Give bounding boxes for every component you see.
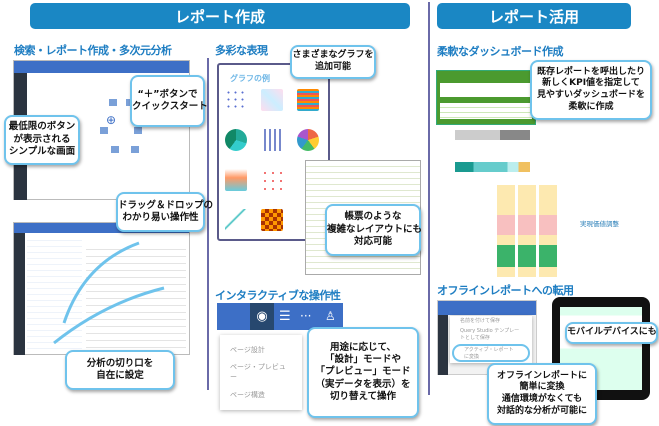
callout-simple: 最低限のボタン が表示される シンプルな画面 (4, 115, 80, 165)
callout-slice: 分析の切り口を 自在に設定 (65, 350, 175, 390)
section-title-interactive: インタラクティブな操作性 (215, 289, 341, 302)
menu-item-page-design[interactable]: ページ設計 (230, 345, 265, 354)
menu-item-convert-active-report[interactable]: アクティブ・レポートに変換 (452, 343, 530, 362)
callout-line: 対話的な分析が可能に (496, 405, 587, 416)
callout-offline: オフラインレポートに 簡単に変換 通信環境がなくても 対話的な分析が可能に (487, 363, 597, 425)
app-toolbar (14, 223, 189, 233)
section-title-offline: オフラインレポートへの転用 (437, 284, 574, 297)
dashboard-bullet-chart (455, 130, 530, 175)
callout-line: 分析の切り口を (86, 357, 154, 369)
callout-line: さまざまなグラフを (292, 50, 374, 61)
callout-quickstart: “＋”ボタンで クイックスタート (130, 75, 208, 127)
callout-line: ドラッグ＆ドロップの (118, 199, 214, 211)
app-sidebar (438, 315, 448, 375)
heatmap-thumb (261, 209, 283, 231)
section-title-variety: 多彩な表現 (215, 44, 268, 57)
drag-drop-screenshot (13, 222, 190, 355)
callout-line: 追加可能 (314, 62, 351, 72)
save-menu: 名前を付けて保存 Query Studio テンプレートとして保存 アクティブ・… (450, 316, 532, 363)
callout-line: 「設計」モードや (324, 353, 401, 365)
graph-panel-title: グラフの例 (230, 74, 270, 83)
dashboard-kpi-table (436, 70, 536, 125)
callout-line: オフラインレポートに (496, 370, 587, 381)
section-title-search: 検索・レポート作成・多次元分析 (14, 44, 172, 57)
banner-report-create: レポート作成 (30, 3, 410, 29)
callout-line: （実データを表示）を (315, 378, 411, 390)
banner-report-use: レポート活用 (437, 3, 631, 29)
scatter-chart-thumb (225, 89, 247, 111)
callout-layout: 帳票のような 複雑なレイアウトにも 対応可能 (325, 204, 423, 256)
callout-line: “＋”ボタンで (137, 88, 198, 100)
callout-dashboard: 既存レポートを呼出したり 新しくKPI値を指定して 見やすいダッシュボードを 柔… (530, 60, 652, 120)
callout-line: わかり易い操作性 (122, 212, 199, 223)
view-mode-menu: ページ設計 ページ・プレビュー ページ構造 (220, 335, 302, 410)
callout-line: が表示される (13, 133, 71, 145)
callout-dragdrop: ドラッグ＆ドロップの わかり易い操作性 (116, 192, 214, 232)
callout-line: クイックスタート (132, 101, 208, 112)
bubble-chart-thumb (261, 169, 283, 191)
callout-line: 最低限のボタン (8, 121, 76, 133)
app-toolbar (438, 301, 536, 315)
line-chart-thumb (261, 89, 283, 111)
menu-item-page-preview[interactable]: ページ・プレビュー (230, 363, 286, 382)
sliders-icon[interactable]: ☰ (279, 309, 291, 324)
callout-modes: 用途に応じて、 「設計」モードや 「プレビュー」モード （実データを表示）を 切… (307, 327, 419, 418)
graph-examples-panel: グラフの例 (217, 63, 330, 241)
bar-chart-thumb (297, 89, 319, 111)
list-icon (100, 127, 108, 134)
user-icon[interactable]: ♙ (325, 309, 336, 323)
text-icon (134, 127, 142, 134)
callout-line: 用途に応じて、 (329, 341, 397, 353)
chord-chart-thumb (225, 129, 247, 151)
callout-line: 見やすいダッシュボードを (536, 90, 645, 100)
callout-line: 簡単に変換 (519, 382, 565, 393)
divider (207, 58, 209, 390)
callout-line: 帳票のような (344, 211, 402, 223)
step-chart-thumb (225, 209, 247, 231)
template-icon (109, 99, 117, 106)
callout-line: 複雑なレイアウトにも (327, 223, 423, 235)
view-toolbar: ◉ ☰ ··· ♙ (217, 303, 343, 330)
table-icon (111, 146, 119, 153)
block-icon (131, 146, 139, 153)
divider (428, 2, 430, 395)
callout-line: 「プレビュー」モード (315, 366, 411, 378)
callout-mobile: モバイルデバイスにも (565, 322, 658, 344)
more-icon[interactable]: ··· (300, 309, 312, 323)
app-sidebar (14, 233, 25, 355)
menu-item-page-structure[interactable]: ページ構造 (230, 391, 265, 400)
menu-item-save-template[interactable]: Query Studio テンプレートとして保存 (460, 327, 520, 341)
dashboard-heading: 実現価値調整 (580, 220, 619, 228)
plus-icon: ⊕ (106, 113, 117, 127)
callout-line: モバイルデバイスにも (567, 327, 657, 338)
app-toolbar (14, 61, 189, 73)
callout-graphs: さまざまなグラフを 追加可能 (290, 45, 376, 79)
callout-line: 自在に設定 (96, 370, 144, 381)
area-chart-thumb (225, 169, 247, 191)
data-tree[interactable] (27, 235, 82, 353)
eye-icon[interactable]: ◉ (250, 303, 274, 330)
drag-arrows-icon (53, 241, 165, 345)
dashboard-kpi-tiles (497, 185, 559, 277)
callout-line: シンプルな画面 (8, 146, 76, 158)
callout-line: 新しくKPI値を指定して (542, 78, 640, 89)
callout-line: 既存レポートを呼出したり (536, 66, 645, 77)
pie-chart-thumb (297, 129, 319, 151)
menu-item-save-as[interactable]: 名前を付けて保存 (460, 318, 501, 325)
callout-line: 対応可能 (353, 236, 392, 248)
callout-line: 柔軟に作成 (568, 101, 614, 112)
callout-line: 切り替えて操作 (329, 391, 397, 403)
boxplot-thumb (261, 129, 283, 151)
section-title-dashboard: 柔軟なダッシュボード作成 (437, 45, 564, 58)
callout-line: 通信環境がなくても (501, 394, 583, 404)
